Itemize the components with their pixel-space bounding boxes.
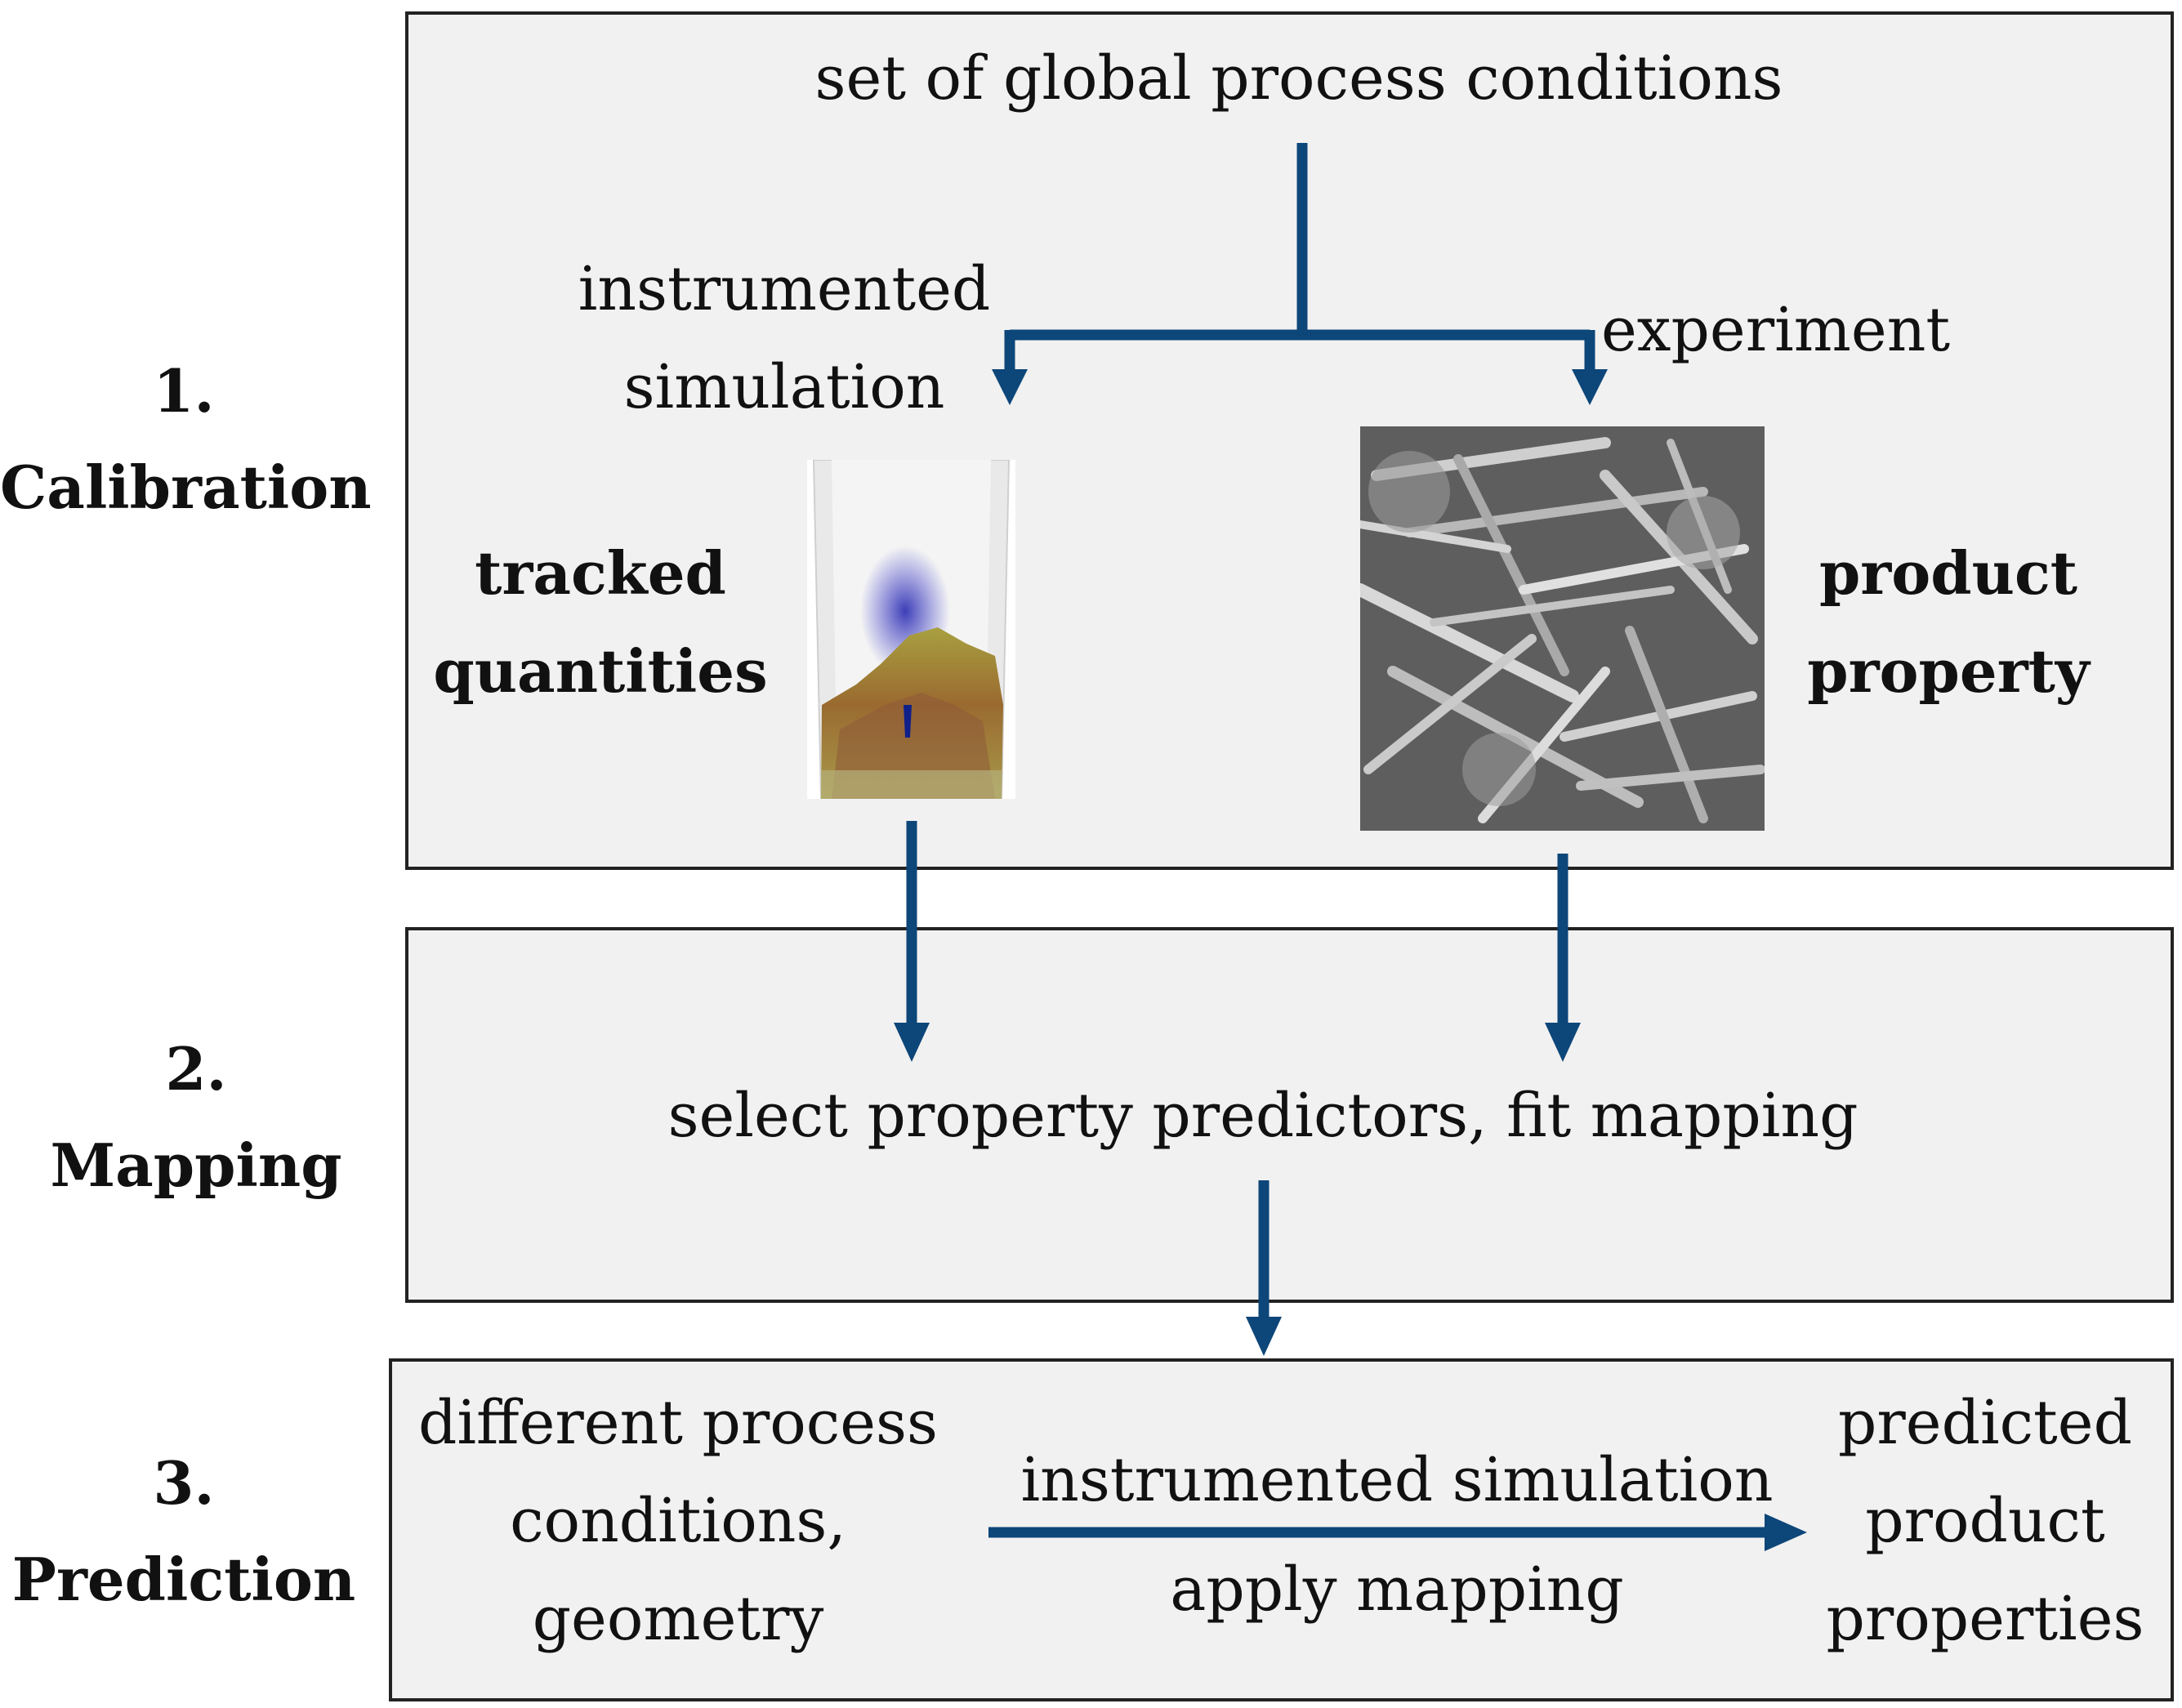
mapping-panel [405,927,2174,1303]
prediction-arrow-bottom-label: apply mapping [1170,1554,1624,1625]
sem-micrograph-image [1360,426,1765,831]
input-line1: different process [418,1388,938,1458]
prediction-input-label: different process conditions, geometry [408,1374,948,1668]
split-connector [1004,143,1595,372]
particle-simulation-image [807,460,1015,799]
arrowhead-simulation [992,369,1028,405]
prediction-arrow-top-label: instrumented simulation [1020,1445,1774,1515]
process-conditions-text: set of global process conditions [814,43,1783,114]
arrowhead-sim-mapping [894,1023,930,1062]
stage-number: 1. [153,356,215,426]
stage-mapping-label: 2. Mapping [16,1021,376,1214]
stage-name: Calibration [0,453,372,522]
stage-name: Mapping [50,1130,342,1200]
output-line3: properties [1826,1584,2144,1654]
simulation-line2: simulation [623,352,945,422]
stage-calibration-label: 1. Calibration [0,343,372,536]
arrowhead-output [1765,1514,1807,1551]
product-line2: property [1807,636,2090,706]
arrowhead-exp-mapping [1545,1023,1581,1062]
arrowhead-prediction [1246,1317,1282,1356]
stage-number: 2. [165,1034,227,1104]
simulation-label: instrumented simulation [539,240,1029,436]
stage-number: 3. [153,1448,215,1518]
stage-name: Prediction [11,1545,356,1614]
calibration-panel [405,11,2174,870]
tracked-line1: tracked [475,538,726,608]
simulation-line1: instrumented [578,254,991,324]
tracked-line2: quantities [433,636,768,706]
input-line3: geometry [532,1584,824,1654]
arrowhead-experiment [1572,369,1608,405]
stage-prediction-label: 3. Prediction [0,1435,368,1628]
tracked-quantities-label: tracked quantities [425,524,776,720]
mapping-text: select property predictors, fit mapping [667,1081,1858,1151]
output-line2: product [1865,1486,2105,1556]
output-line1: predicted [1838,1388,2132,1458]
product-line1: product [1818,538,2078,608]
input-line2: conditions, [510,1486,846,1556]
experiment-label: experiment [1601,295,1951,365]
product-property-label: product property [1773,524,2124,720]
prediction-output-label: predicted product properties [1805,1374,2165,1668]
